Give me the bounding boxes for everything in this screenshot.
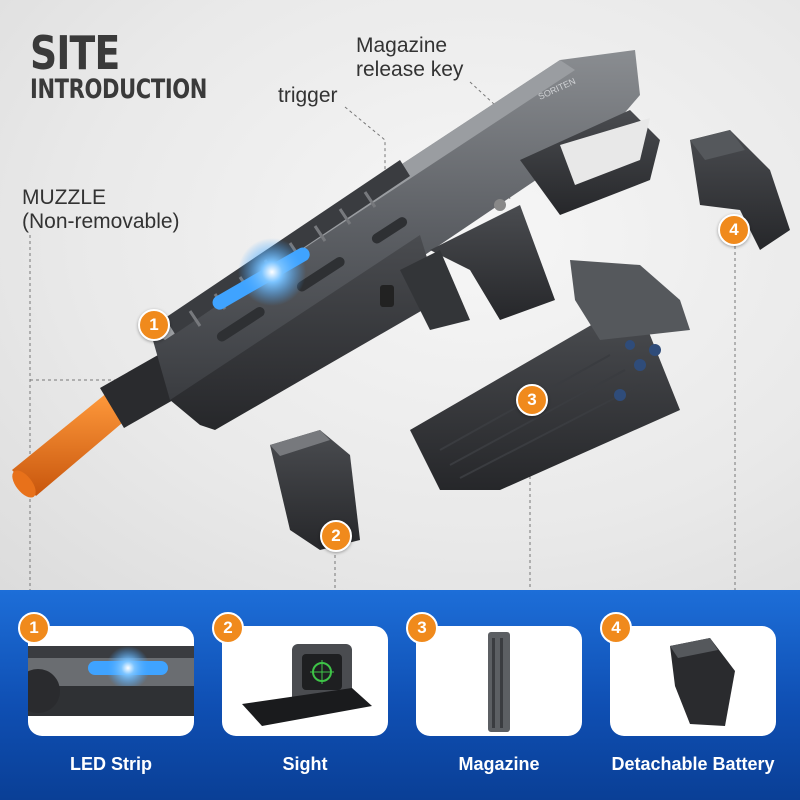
feature-card-led-strip — [28, 626, 194, 736]
battery-part — [690, 130, 790, 250]
feature-label-led-strip: LED Strip — [69, 754, 152, 774]
feature-badge-3: 3 — [406, 612, 438, 644]
feature-card-battery — [610, 626, 776, 736]
led-strip-closeup-icon — [28, 646, 194, 716]
muzzle-note: (Non-removable) — [22, 209, 180, 233]
feature-label-battery: Detachable Battery — [611, 754, 775, 774]
magazine-release-label: Magazine — [356, 34, 448, 57]
feature-card-sight — [222, 626, 388, 736]
gel-blaster-illustration: SORITEN — [12, 50, 790, 590]
page-subtitle: INTRODUCTION — [30, 74, 208, 105]
feature-card-magazine — [416, 626, 582, 736]
muzzle — [12, 355, 182, 498]
marker-4: 4 — [718, 214, 750, 246]
feature-badge-4: 4 — [600, 612, 632, 644]
feature-badge-2: 2 — [212, 612, 244, 644]
feature-badge-1: 1 — [18, 612, 50, 644]
marker-2: 2 — [320, 520, 352, 552]
blaster-body: SORITEN — [150, 50, 660, 430]
feature-label-sight: Sight — [282, 754, 328, 774]
magazine-icon — [488, 632, 510, 732]
trigger-label: trigger — [278, 84, 338, 107]
magazine-release-callout: Magazine release key — [356, 34, 463, 81]
marker-1: 1 — [138, 309, 170, 341]
magazine-release-note: release key — [356, 57, 464, 81]
feature-label-magazine: Magazine — [458, 754, 540, 774]
battery-pack-icon — [670, 638, 735, 726]
muzzle-label: MUZZLE — [22, 186, 106, 209]
marker-3: 3 — [516, 384, 548, 416]
page-title: SITE — [30, 26, 120, 80]
gel-balls — [614, 340, 661, 401]
reflex-sight-icon — [242, 644, 372, 726]
muzzle-callout: MUZZLE (Non-removable) — [22, 186, 180, 233]
